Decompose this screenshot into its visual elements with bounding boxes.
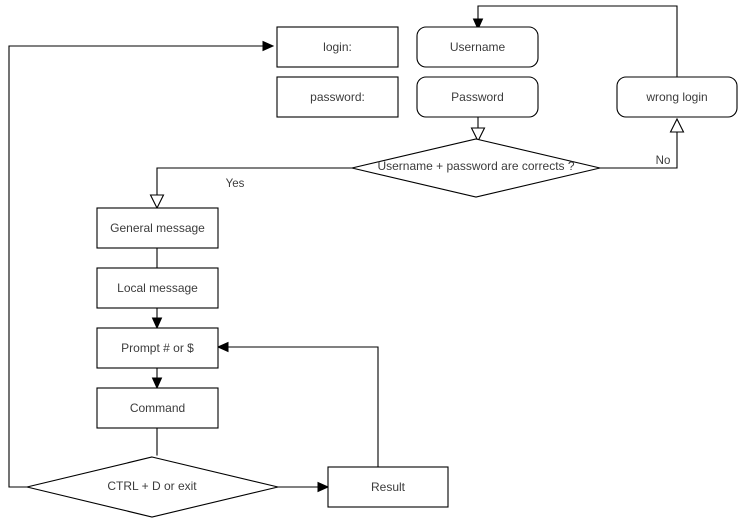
node-prompt-symbol-label: Prompt # or $ [121,341,194,355]
edge-label-no: No [656,155,671,167]
node-result-label: Result [371,480,406,494]
node-password-prompt[interactable] [276,76,399,118]
node-password-prompt-label: password: [310,90,365,104]
arrowhead-into-command [151,377,163,390]
arrowhead-into-general-message [149,194,165,210]
node-credentials-check[interactable] [351,138,601,198]
node-exit-check-label: CTRL + D or exit [107,479,197,493]
node-general-message-label: General message [110,221,205,235]
node-local-message-label: Local message [117,281,198,295]
edge-label-yes: Yes [226,178,245,190]
node-command[interactable] [96,387,219,429]
arrowhead-into-login-prompt [262,40,275,52]
node-password-input[interactable] [416,76,539,118]
node-general-message[interactable] [96,207,219,249]
node-wrong-login[interactable] [616,76,738,118]
node-login-prompt[interactable] [276,26,399,68]
edge-check-yes-to-general-message [156,167,353,198]
node-exit-check[interactable] [26,456,279,518]
node-prompt-symbol[interactable] [96,327,219,369]
node-credentials-check-label: Username + password are corrects ? [377,159,574,173]
edge-wrong-login-to-username [477,5,678,78]
arrowhead-into-prompt-loop [216,341,229,353]
node-wrong-login-label: wrong login [645,90,707,104]
node-local-message[interactable] [96,267,219,309]
arrowhead-into-credentials-check [470,127,486,143]
edge-exit-check-to-login [8,45,265,488]
arrowhead-into-result [317,481,330,493]
node-command-label: Command [130,401,185,415]
edge-check-no-to-wrong-login [599,129,678,169]
node-username-input-label: Username [450,40,506,54]
node-password-input-label: Password [451,90,504,104]
edge-result-to-prompt [226,346,379,468]
arrowhead-into-prompt [151,317,163,330]
arrowhead-into-wrong-login [669,117,685,133]
node-result[interactable] [327,466,449,508]
node-login-prompt-label: login: [323,40,352,54]
node-username-input[interactable] [416,26,539,68]
arrowhead-into-username [472,18,484,31]
